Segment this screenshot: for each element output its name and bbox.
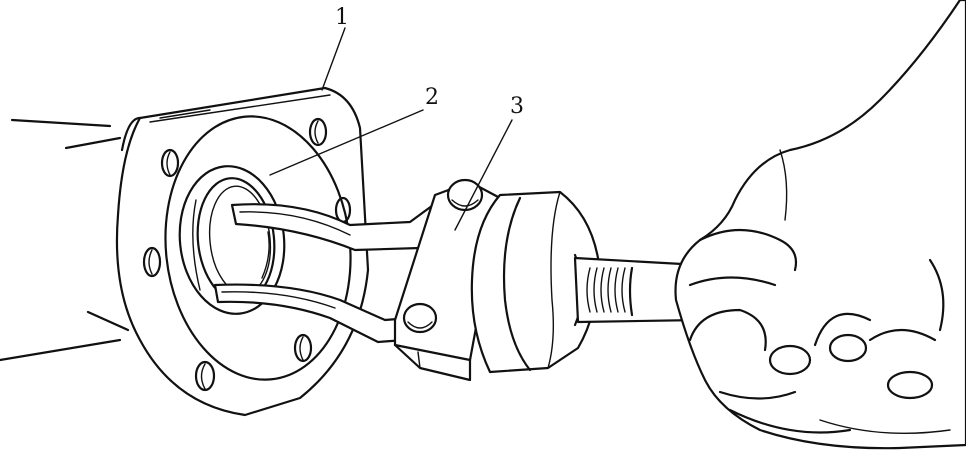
callout-label-2: 2: [425, 85, 439, 110]
hand: [674, 0, 966, 450]
puller-yoke: [393, 178, 502, 382]
callout-label-1: 1: [335, 5, 349, 30]
axle-housing: [0, 118, 130, 362]
leader-lines: [269, 27, 513, 231]
puller-jaws: [213, 198, 454, 344]
callout-label-3: 3: [510, 94, 524, 119]
